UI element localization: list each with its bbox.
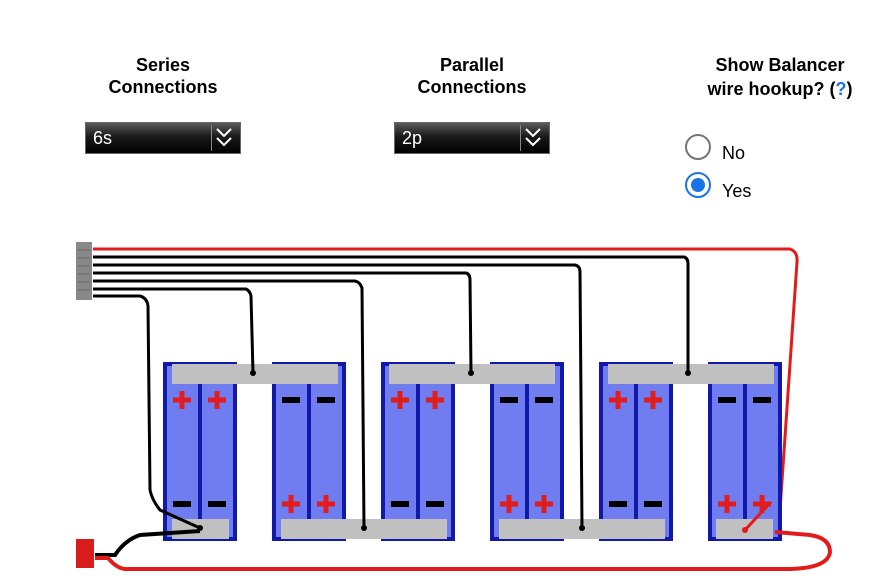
minus-terminal-icon: [426, 501, 444, 507]
plus-terminal-icon: [535, 495, 553, 513]
balancer-help-link[interactable]: ?: [835, 79, 847, 99]
series-heading-line1: Series: [135, 55, 191, 75]
balancer-heading-prefix: wire hookup? (: [707, 79, 836, 99]
minus-terminal-icon: [535, 397, 553, 403]
minus-terminal-icon: [391, 501, 409, 507]
balancer-heading-suffix: ): [846, 79, 853, 99]
plus-terminal-icon: [426, 391, 444, 409]
chevron-down-icon: [520, 125, 545, 151]
cell-group-1: [163, 362, 237, 541]
bus-bars: [172, 364, 774, 539]
minus-terminal-icon: [282, 397, 300, 403]
cell-group-3: [381, 362, 455, 541]
balancer-heading-line1: Show Balancer: [715, 55, 845, 75]
black-balance-wires: [93, 255, 690, 530]
balancer-no-radio[interactable]: [685, 133, 711, 160]
red-main-lead: [95, 530, 833, 572]
cell-group-5: [599, 362, 673, 541]
plus-terminal-icon: [208, 391, 226, 409]
balancer-no-label: No: [722, 143, 746, 163]
balancer-option-no[interactable]: No: [685, 129, 745, 164]
minus-terminal-icon: [609, 501, 627, 507]
parallel-heading-line2: Connections: [417, 77, 527, 97]
minus-terminal-icon: [718, 397, 736, 403]
plus-terminal-icon: [282, 495, 300, 513]
battery-cell: [599, 362, 638, 541]
balancer-option-yes[interactable]: Yes: [685, 167, 751, 202]
red-balance-wire: [93, 247, 799, 511]
balance-connector: [76, 242, 92, 300]
minus-terminal-icon: [317, 397, 335, 403]
balancer-heading: Show Balancer wire hookup? (?): [690, 54, 870, 100]
plus-terminal-icon: [391, 391, 409, 409]
parallel-select-value: 2p: [402, 128, 423, 148]
minus-terminal-icon: [753, 397, 771, 403]
battery-cell: [634, 362, 673, 541]
cell-group-4: [490, 362, 564, 541]
battery-wiring-diagram: [76, 242, 833, 572]
balancer-yes-radio[interactable]: [685, 171, 711, 198]
plus-terminal-icon: [500, 495, 518, 513]
plus-terminal-icon: [718, 495, 736, 513]
series-heading-line2: Connections: [108, 77, 218, 97]
series-select-value: 6s: [93, 128, 113, 148]
balancer-yes-label: Yes: [722, 181, 752, 201]
top-bus-bar-3: [608, 364, 774, 384]
wire-junction-dots: [197, 370, 691, 531]
series-select[interactable]: 6s: [85, 122, 241, 154]
parallel-heading-line1: Parallel: [439, 55, 505, 75]
main-plug-connector: [76, 539, 94, 568]
parallel-heading: Parallel Connections: [397, 54, 547, 98]
plus-terminal-icon: [317, 495, 335, 513]
plus-terminal-icon: [173, 391, 191, 409]
parallel-select[interactable]: 2p: [394, 122, 550, 154]
cell-groups: [163, 362, 782, 541]
cell-group-2: [272, 362, 346, 541]
battery-cell: [381, 362, 420, 541]
plus-terminal-icon: [644, 391, 662, 409]
series-heading: Series Connections: [88, 54, 238, 98]
minus-terminal-icon: [644, 501, 662, 507]
minus-terminal-icon: [500, 397, 518, 403]
plus-terminal-icon: [609, 391, 627, 409]
chevron-down-icon: [211, 125, 236, 151]
battery-cell: [416, 362, 455, 541]
battery-cell: [163, 362, 202, 541]
cell-group-6: [708, 362, 782, 541]
battery-cell: [198, 362, 237, 541]
minus-terminal-icon: [173, 501, 191, 507]
minus-terminal-icon: [208, 501, 226, 507]
black-main-lead: [95, 529, 201, 557]
balancer-heading-line2: wire hookup? (?): [690, 78, 870, 100]
